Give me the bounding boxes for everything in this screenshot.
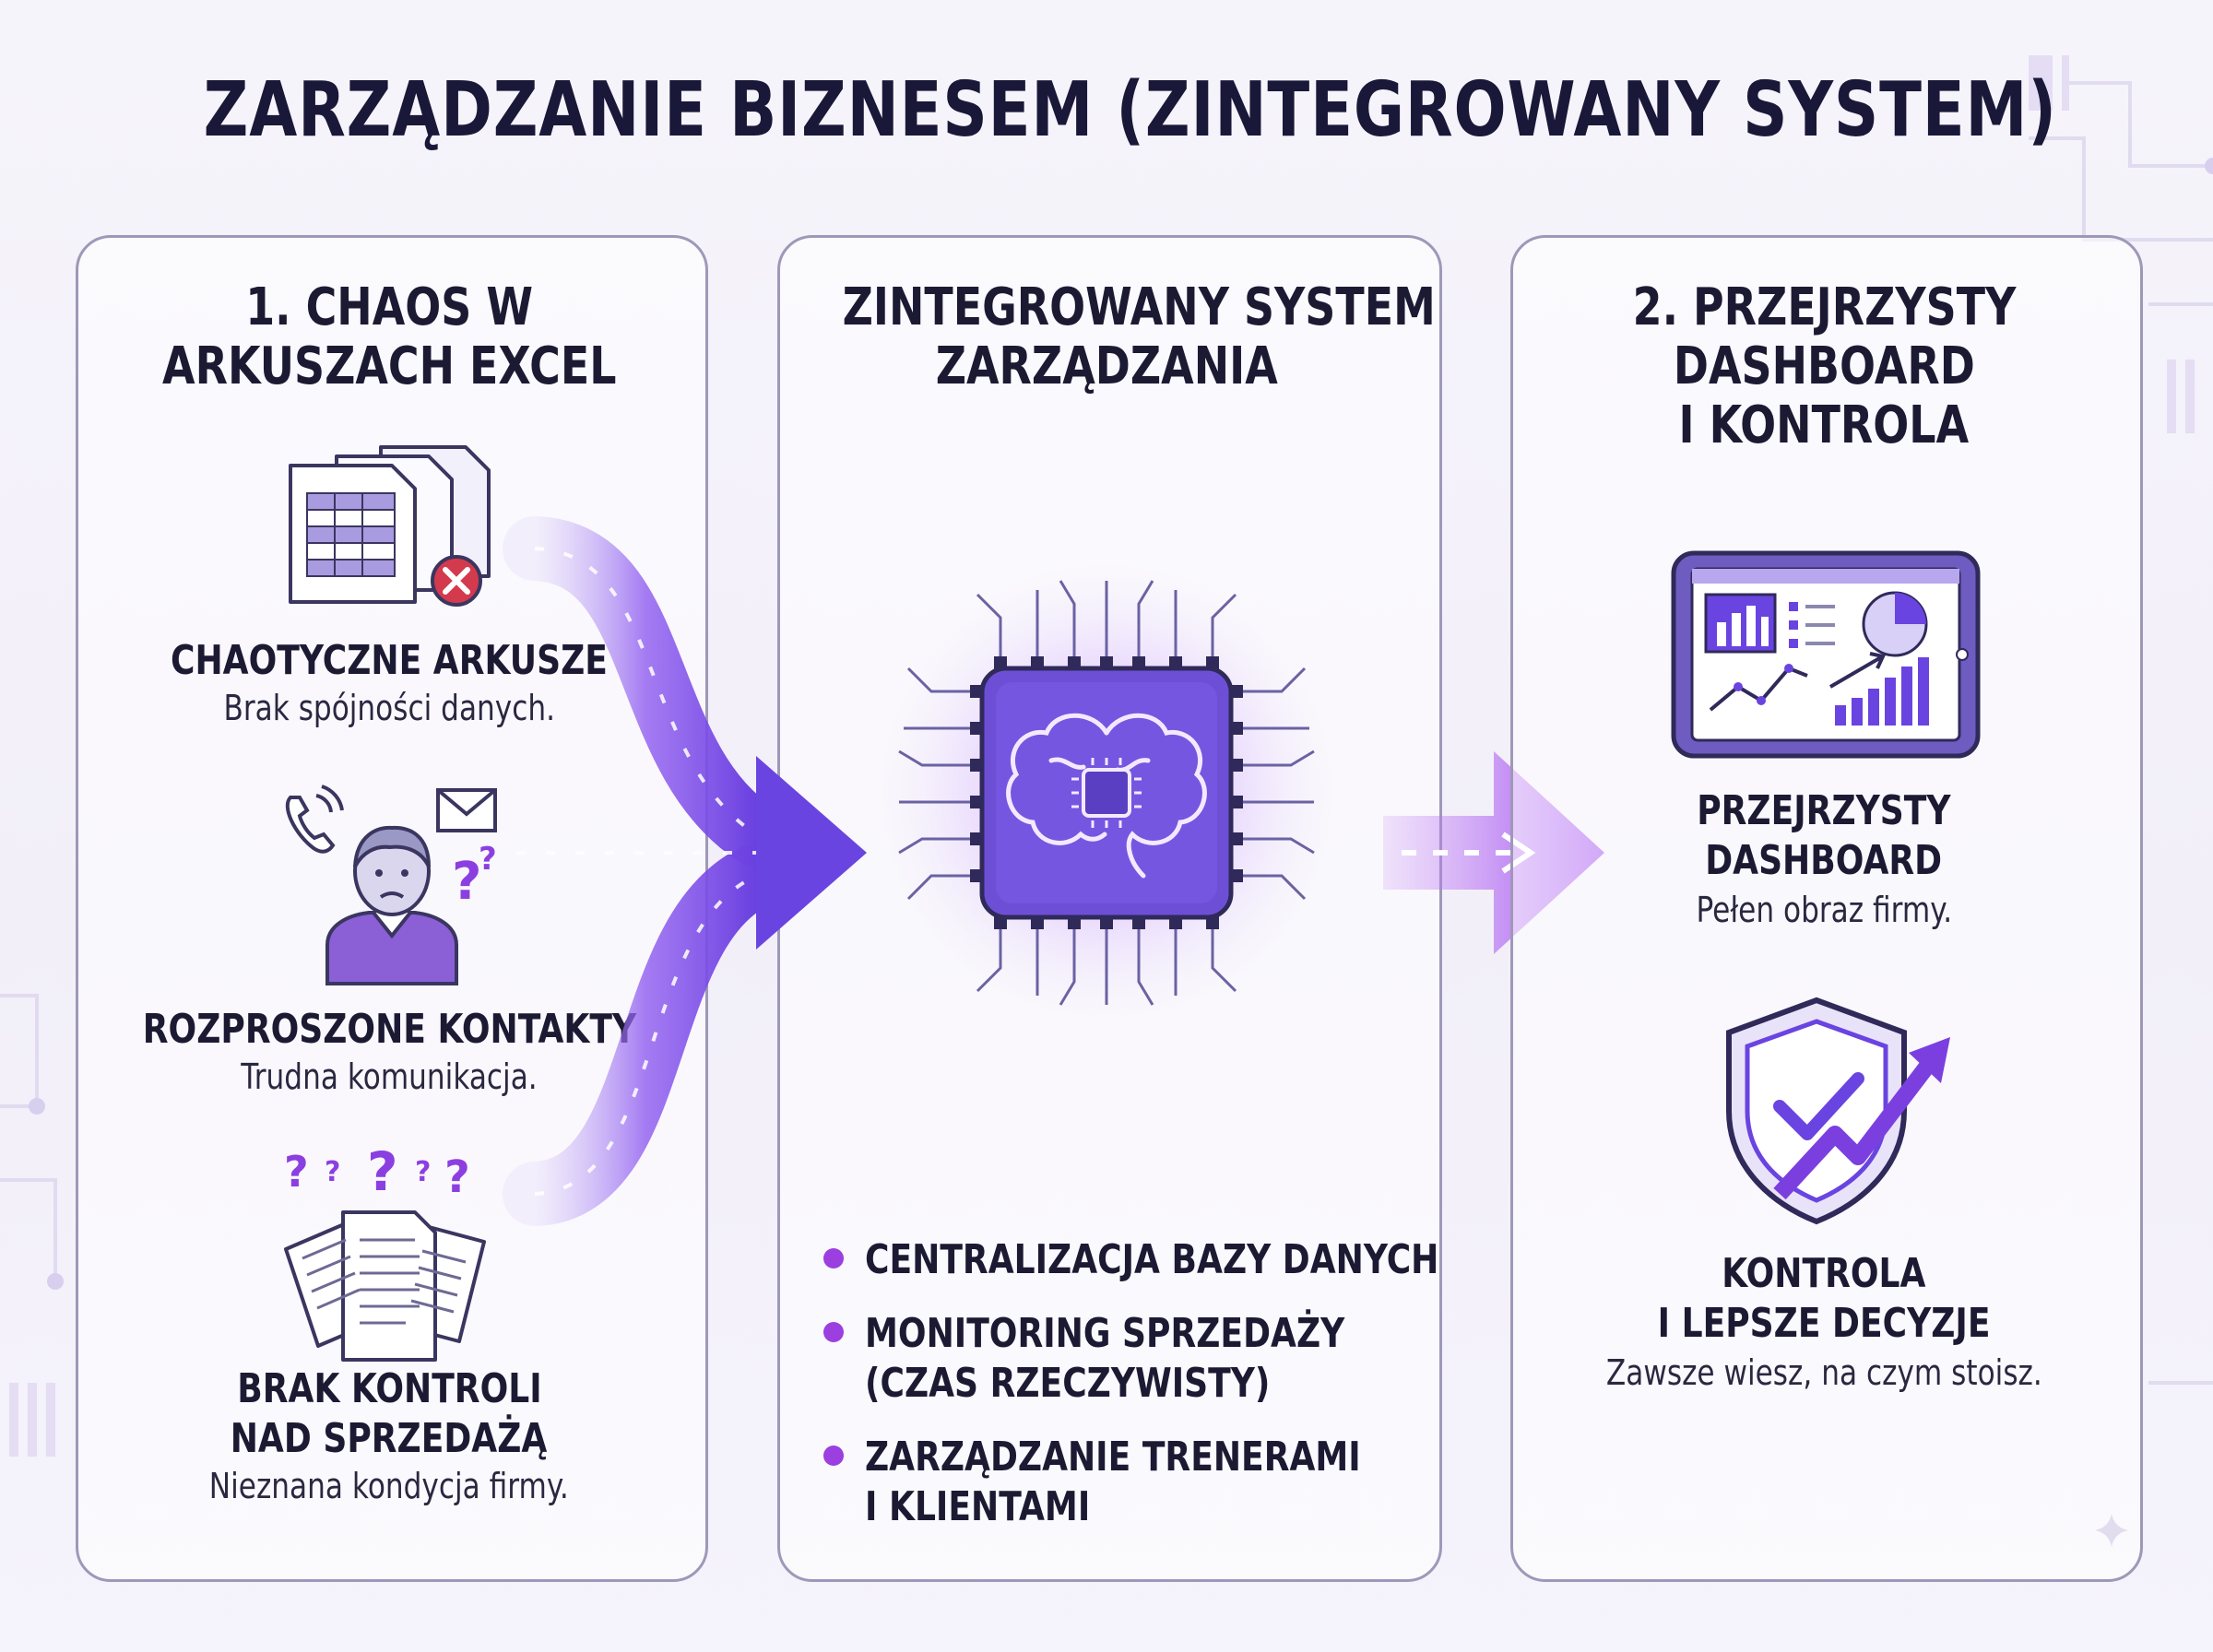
feature-list: CENTRALIZACJA BAZY DANYCH MONITORING SPR… xyxy=(823,1235,1438,1556)
question-mark-icon: ? xyxy=(452,852,481,912)
integrated-system-title: ZINTEGROWANY SYSTEM ZARZĄDZANIA xyxy=(842,277,1436,396)
transparent-dashboard-title: PRZEJRZYSTY DASHBOARD xyxy=(1697,787,1951,884)
chaotic-sheets-title: CHAOTYCZNE ARKUSZE xyxy=(171,637,608,684)
shield-growth-icon xyxy=(1726,997,1950,1225)
chaos-panel-title: 1. CHAOS W ARKUSZACH EXCEL xyxy=(161,277,617,396)
dashboard-panel-title: 2. PRZEJRZYSTY DASHBOARD I KONTROLA xyxy=(1632,277,2016,455)
chaotic-sheets-description: Brak spójności danych. xyxy=(223,688,555,728)
svg-text:?: ? xyxy=(284,1147,309,1197)
phone-icon xyxy=(285,785,344,854)
list-item: MONITORING SPRZEDAŻY(CZAS RZECZYWISTY) xyxy=(823,1309,1432,1409)
list-item: CENTRALIZACJA BAZY DANYCH xyxy=(823,1235,1438,1285)
ai-brain-chip-icon xyxy=(876,562,1337,1023)
svg-text:?: ? xyxy=(367,1140,398,1203)
page-title: ZARZĄDZANIE BIZNESEM (ZINTEGROWANY SYSTE… xyxy=(203,66,2057,154)
dashboard-panel xyxy=(1510,235,2143,1582)
sparkle-icon xyxy=(2095,1514,2128,1547)
no-sales-control-title: BRAK KONTROLI NAD SPRZEDAŻĄ xyxy=(231,1365,548,1462)
no-sales-control-description: Nieznana kondycja firmy. xyxy=(209,1466,569,1506)
envelope-icon xyxy=(436,788,497,832)
control-decisions-description: Zawsze wiesz, na czym stoisz. xyxy=(1605,1352,2042,1393)
svg-text:?: ? xyxy=(325,1156,340,1188)
svg-text:?: ? xyxy=(444,1151,470,1203)
control-decisions-title: KONTROLA I LEPSZE DECYZJE xyxy=(1657,1250,1991,1347)
transparent-dashboard-description: Pełen obraz firmy. xyxy=(1696,890,1952,930)
scattered-contacts-title: ROZPROSZONE KONTAKTY xyxy=(142,1006,636,1053)
spreadsheet-error-icon xyxy=(289,445,491,607)
scattered-documents-icon: ?? ??? xyxy=(284,1140,486,1362)
dashboard-tablet-icon xyxy=(1671,550,1981,759)
scattered-contacts-description: Trudna komunikacja. xyxy=(241,1056,538,1097)
svg-text:?: ? xyxy=(415,1156,431,1188)
